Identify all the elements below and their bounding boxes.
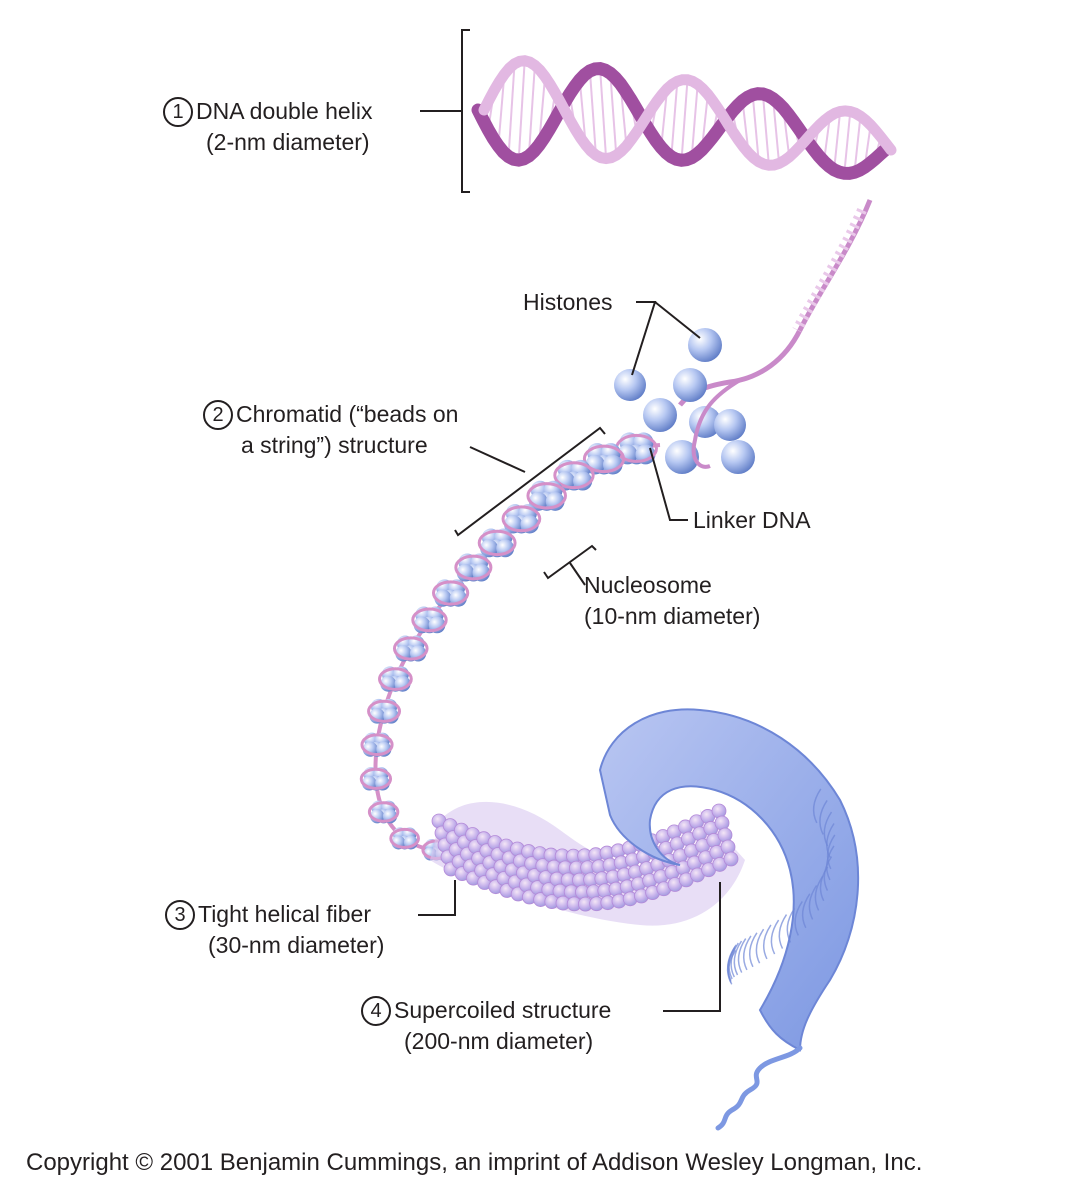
label-leader-lines xyxy=(418,29,721,1012)
nucleosome-bracket xyxy=(543,544,597,580)
nucleosome-bead xyxy=(501,504,542,534)
chromatid-label-line1: Chromatid (“beads on xyxy=(236,401,459,427)
histone-bead xyxy=(665,440,699,474)
nucleosome-bead xyxy=(367,698,402,724)
nucleosome-label-line1: Nucleosome xyxy=(584,572,712,598)
nucleosome-bead xyxy=(411,606,448,634)
dna-label-line2: (2-nm diameter) xyxy=(206,129,370,155)
nucleosome-bead xyxy=(614,432,658,465)
nucleosome-bead xyxy=(389,827,420,850)
chromatid-label-line2: a string”) structure xyxy=(241,432,428,458)
step-number-4: 4 xyxy=(361,996,391,1026)
supercoil-label-line2: (200-nm diameter) xyxy=(404,1028,594,1054)
dna-bracket xyxy=(461,29,470,193)
supercoiled-structure-illustration xyxy=(598,708,860,1131)
nucleosome-bead xyxy=(454,553,493,582)
nucleosome-bead xyxy=(526,480,567,511)
dna-label-line1: DNA double helix xyxy=(196,98,373,124)
histone-bead xyxy=(714,409,746,441)
fiber-label-line1: Tight helical fiber xyxy=(198,901,372,927)
step-number-3: 3 xyxy=(165,900,195,930)
dna-double-helix-illustration xyxy=(471,55,897,407)
chromatid-bracket xyxy=(454,426,606,537)
nucleosome-bead xyxy=(477,528,517,558)
nucleosome-bead xyxy=(431,579,470,607)
linker-leader xyxy=(649,447,688,521)
histone-bead xyxy=(673,368,707,402)
label-histones: Histones xyxy=(523,289,613,315)
nucleosome-bead xyxy=(367,800,400,824)
label-linker-dna: Linker DNA xyxy=(693,507,811,533)
nucleosome-bead xyxy=(359,767,393,791)
histone-bead xyxy=(721,440,755,474)
nucleosome-bead xyxy=(553,459,595,491)
step-number-2: 2 xyxy=(203,400,233,430)
nucleosome-leader xyxy=(569,562,586,586)
histone-bead xyxy=(643,398,677,432)
supercoil-label-line1: Supercoiled structure xyxy=(394,997,612,1023)
chromatid-leader xyxy=(469,446,526,473)
supercoil-leader xyxy=(663,882,721,1012)
nucleosome-bead xyxy=(360,732,394,757)
fiber-leader xyxy=(418,880,456,916)
histone-bead xyxy=(614,369,646,401)
helical-fiber-illustration xyxy=(430,801,745,926)
histones-leader xyxy=(631,301,701,376)
nucleosome-bead xyxy=(378,666,413,692)
nucleosome-bead xyxy=(392,635,429,662)
histone-beads xyxy=(614,328,755,474)
copyright-notice: Copyright © 2001 Benjamin Cummings, an i… xyxy=(26,1149,923,1176)
histone-bead xyxy=(688,328,722,362)
nucleosome-label-line2: (10-nm diameter) xyxy=(584,603,761,629)
label-nucleosome: Nucleosome (10-nm diameter) xyxy=(584,570,760,632)
step-number-1: 1 xyxy=(163,97,193,127)
nucleosome-bead xyxy=(582,443,626,475)
fiber-label-line2: (30-nm diameter) xyxy=(208,932,385,958)
